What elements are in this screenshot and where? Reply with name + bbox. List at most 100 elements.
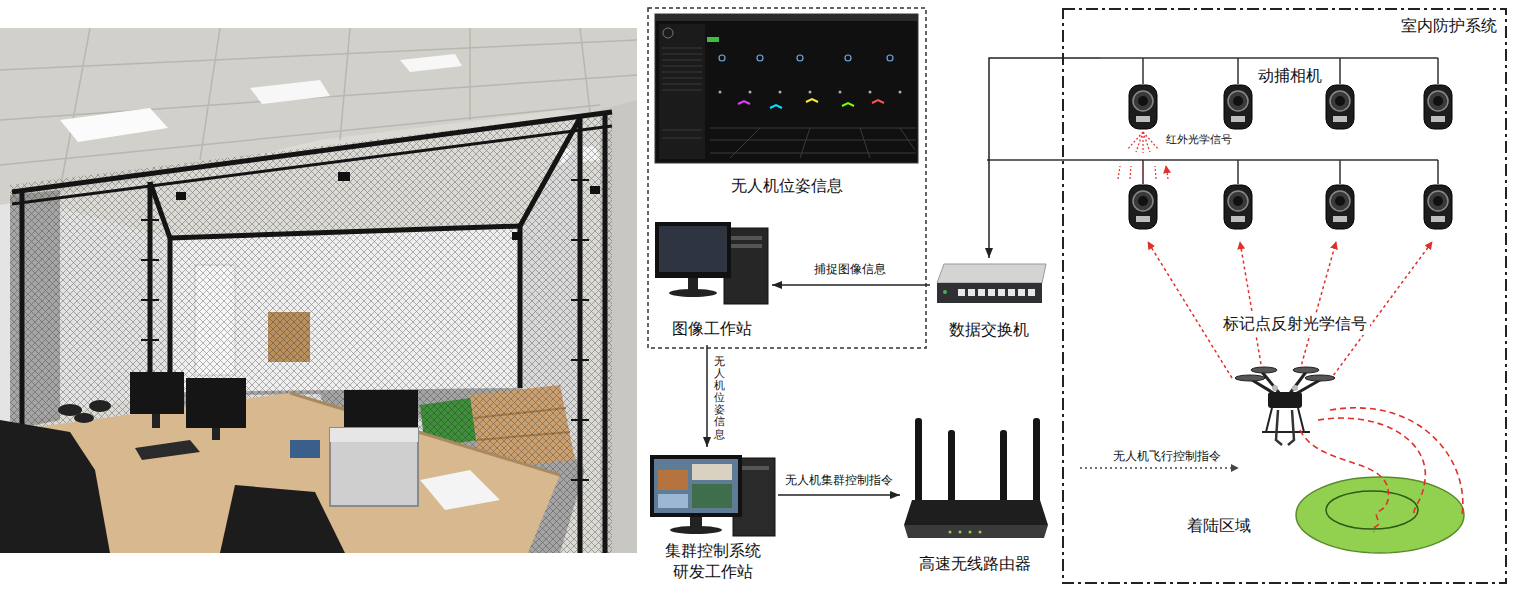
reflection-arrow	[1240, 242, 1262, 370]
camera-icon	[1129, 85, 1452, 229]
software-screenshot	[655, 14, 918, 163]
workstation-icon	[650, 455, 742, 517]
node-caption: 无人机位姿信息	[652, 176, 922, 197]
lab-photo	[135, 440, 200, 460]
landing-pad	[1296, 477, 1464, 553]
workstation-icon	[658, 494, 688, 508]
router-icon	[904, 500, 1048, 525]
lab-photo	[12, 112, 612, 192]
workstation-icon	[730, 244, 762, 248]
camera-icon	[1424, 85, 1452, 129]
flight-trajectory	[1300, 430, 1388, 532]
camera-icon	[1129, 85, 1157, 129]
landing-outline	[1185, 470, 1470, 560]
lab-photo	[290, 440, 320, 458]
workstation-icon	[650, 455, 775, 536]
group-frame	[648, 8, 926, 348]
router-icon	[959, 531, 962, 534]
workstation-node: 集群控制系统 研发工作站	[648, 447, 778, 589]
switch-icon	[968, 289, 975, 296]
workstation-icon	[658, 470, 688, 490]
reflection-arrow	[1148, 242, 1432, 380]
node-caption: 室内防护系统	[1362, 16, 1497, 37]
infrared-signal	[1118, 132, 1168, 179]
switch-icon	[937, 264, 1046, 303]
software-screenshot	[738, 101, 750, 104]
lab-photo	[0, 28, 637, 553]
software-screenshot	[719, 91, 722, 94]
software-screenshot	[806, 99, 818, 102]
node-caption: 高速无线路由器	[900, 554, 1050, 575]
landing-area: 着陆区域	[1185, 470, 1470, 560]
lab-photo	[603, 113, 608, 553]
software-screenshot	[887, 55, 893, 61]
switch-icon	[998, 289, 1005, 296]
lab-photo	[518, 226, 523, 388]
node-caption: 着陆区域	[1187, 516, 1277, 537]
workstation-icon	[654, 459, 738, 513]
software-screenshot	[845, 55, 851, 61]
software-screenshot	[719, 55, 893, 61]
switch-icon	[943, 290, 947, 294]
workstation-icon	[670, 526, 722, 534]
switch-icon	[988, 289, 995, 296]
node-caption: 动捕相机	[1240, 66, 1340, 87]
switch-icon	[958, 289, 965, 296]
lab-photo	[58, 400, 111, 423]
lab-photo	[60, 108, 168, 142]
connector-arrow	[989, 58, 1100, 258]
lab-photo	[0, 420, 110, 553]
edge-label: 无人机位姿信息	[714, 356, 725, 441]
lab-photo	[330, 428, 418, 506]
camera-array: 动捕相机	[1100, 50, 1470, 235]
workstation-node: 图像工作站	[652, 215, 772, 345]
lab-photo	[400, 54, 462, 72]
camera-icon	[1326, 85, 1354, 129]
camera-icon	[1224, 85, 1252, 129]
switch-icon	[1018, 289, 1025, 296]
software-screenshot	[719, 91, 902, 94]
drone-icon	[1262, 408, 1310, 432]
connector-arrow	[772, 284, 930, 286]
signal-label: 标记点反射光学信号	[1220, 314, 1370, 335]
lab-photo	[590, 186, 600, 194]
lab-photo	[600, 100, 637, 553]
workstation-icon	[739, 466, 769, 470]
router-icon	[948, 430, 955, 510]
router-node: 高速无线路由器	[900, 410, 1050, 582]
software-screenshot	[663, 28, 673, 38]
software-screenshot	[719, 55, 725, 61]
software-screenshot	[842, 103, 854, 106]
switch-icon	[1008, 289, 1015, 296]
switch-icon	[978, 289, 985, 296]
workstation-icon	[659, 226, 727, 272]
router-icon	[904, 525, 1048, 538]
switch-node: 数据交换机	[930, 258, 1048, 344]
workstation-icon	[730, 236, 762, 240]
lab-photo	[176, 192, 186, 200]
reflection-arrow	[1300, 242, 1336, 370]
drone-icon	[1293, 367, 1319, 373]
software-screenshot	[710, 128, 916, 158]
edge-label: 捕捉图像信息	[800, 262, 900, 278]
software-screenshot	[797, 55, 803, 61]
lab-photo	[212, 428, 220, 440]
lab-photo	[571, 180, 589, 480]
lab-photo	[89, 400, 111, 412]
drone-icon	[1276, 410, 1294, 445]
connector-arrow	[706, 345, 708, 447]
flight-trajectory	[1330, 408, 1463, 515]
drone-icon	[1251, 367, 1277, 373]
workstation-icon	[692, 464, 732, 480]
switch-icon	[937, 283, 1042, 303]
lab-photo	[338, 172, 350, 181]
router-icon	[1000, 430, 1007, 510]
drone-icon	[1235, 375, 1265, 381]
edge-label: 无人机集群控制指令	[780, 473, 898, 489]
infrared-signal	[1118, 166, 1168, 179]
router-icon	[949, 531, 952, 534]
lab-photo	[186, 378, 246, 428]
camera-icon	[1224, 185, 1252, 229]
lab-photo	[168, 238, 173, 392]
